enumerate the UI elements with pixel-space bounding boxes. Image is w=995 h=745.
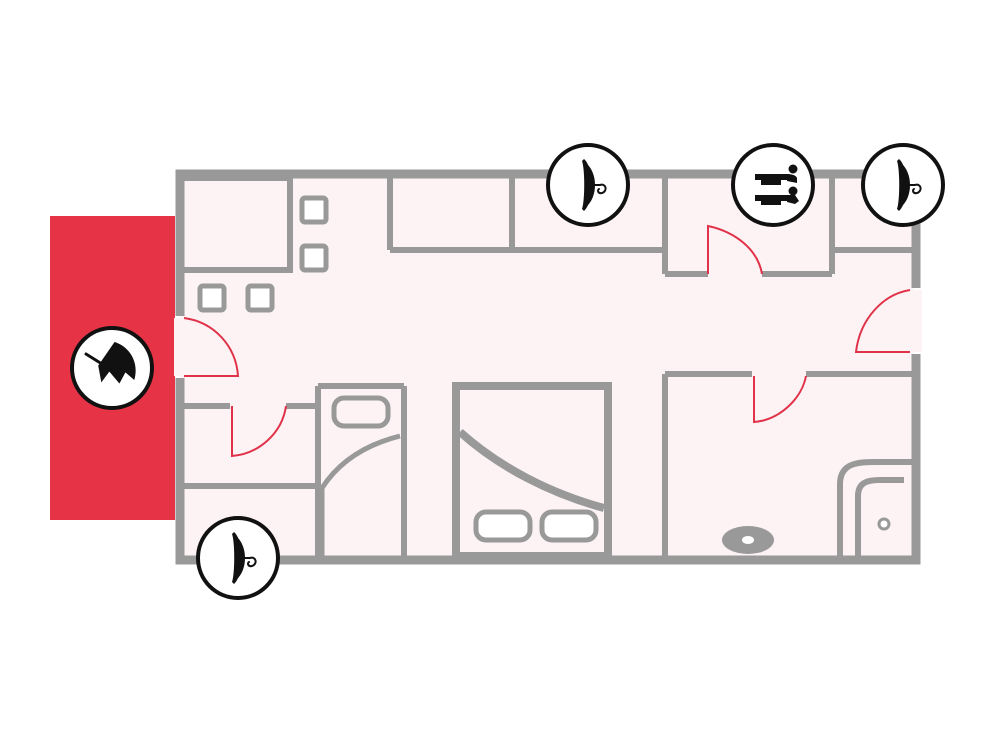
hanger-badge-top-right [861, 143, 945, 227]
bed-pillows [473, 509, 599, 543]
right-door-gap [910, 290, 922, 352]
umbrella-badge [70, 326, 154, 410]
hanger-badge-bottom-left [196, 516, 280, 600]
apartment-floor [180, 178, 913, 558]
double-bed [452, 382, 612, 560]
entrance-gap [174, 318, 186, 376]
restroom-badge [731, 143, 815, 227]
sink-tap [877, 517, 891, 531]
shower [319, 395, 401, 556]
interior-walls [177, 175, 912, 556]
bathroom-fixtures [837, 459, 912, 556]
hanger-badge-top-center [546, 143, 630, 227]
kitchen-stools [197, 195, 329, 313]
door-swings [183, 224, 911, 458]
toilet-bowl [742, 536, 754, 544]
